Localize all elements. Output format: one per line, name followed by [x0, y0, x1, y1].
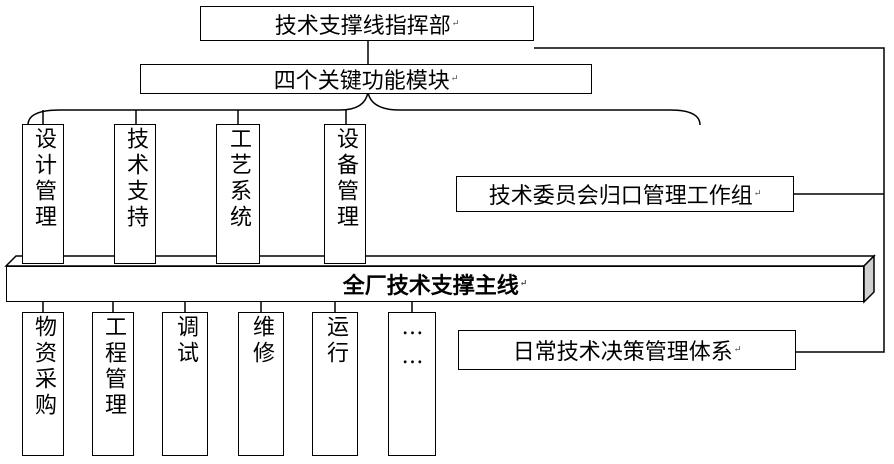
lower-item-commissioning: 调试: [162, 312, 208, 456]
lower-item-label: 调试: [173, 315, 198, 367]
paragraph-mark: ↵: [733, 345, 742, 355]
upper-item-label: 设计管理: [31, 127, 56, 231]
modules-label: 四个关键功能模块: [273, 69, 450, 94]
main-line-bar: 全厂技术支撑主线↵: [6, 266, 864, 302]
lower-item-label: 运行: [323, 315, 348, 367]
lower-item-engineering: 工程管理: [92, 312, 134, 456]
upper-item-process-system: 工艺系统: [216, 124, 260, 264]
upper-item-label: 设备管理: [333, 127, 358, 231]
upper-item-label: 技术支持: [123, 127, 148, 231]
upper-item-design: 设计管理: [22, 124, 64, 264]
upper-item-label: 工艺系统: [226, 127, 251, 231]
modules-box: 四个关键功能模块↵: [140, 64, 592, 94]
paragraph-mark: ↵: [450, 74, 459, 84]
lower-item-procurement: 物资采购: [22, 312, 64, 456]
upper-item-equipment: 设备管理: [324, 124, 366, 264]
paragraph-mark: ↵: [451, 18, 460, 29]
upper-item-tech-support: 技术支持: [114, 124, 156, 264]
lower-item-label: 物资采购: [31, 315, 56, 419]
lower-item-label: 工程管理: [101, 315, 126, 419]
paragraph-mark: ↵: [519, 279, 528, 289]
lower-item-more: ……: [388, 312, 436, 456]
lower-item-label: 维修: [249, 315, 274, 367]
paragraph-mark: ↵: [753, 189, 762, 199]
lower-item-maintenance: 维修: [238, 312, 284, 456]
command-center-box: 技术支撑线指挥部↵: [200, 6, 534, 41]
decision-box: 日常技术决策管理体系↵: [458, 330, 796, 370]
lower-item-operation: 运行: [312, 312, 358, 456]
decision-label: 日常技术决策管理体系: [512, 340, 733, 365]
main-line-label: 全厂技术支撑主线: [342, 273, 519, 299]
committee-box: 技术委员会归口管理工作组↵: [456, 176, 794, 212]
lower-item-label: ……: [400, 315, 425, 373]
committee-label: 技术委员会归口管理工作组: [488, 184, 753, 209]
command-center-label: 技术支撑线指挥部: [274, 13, 451, 39]
